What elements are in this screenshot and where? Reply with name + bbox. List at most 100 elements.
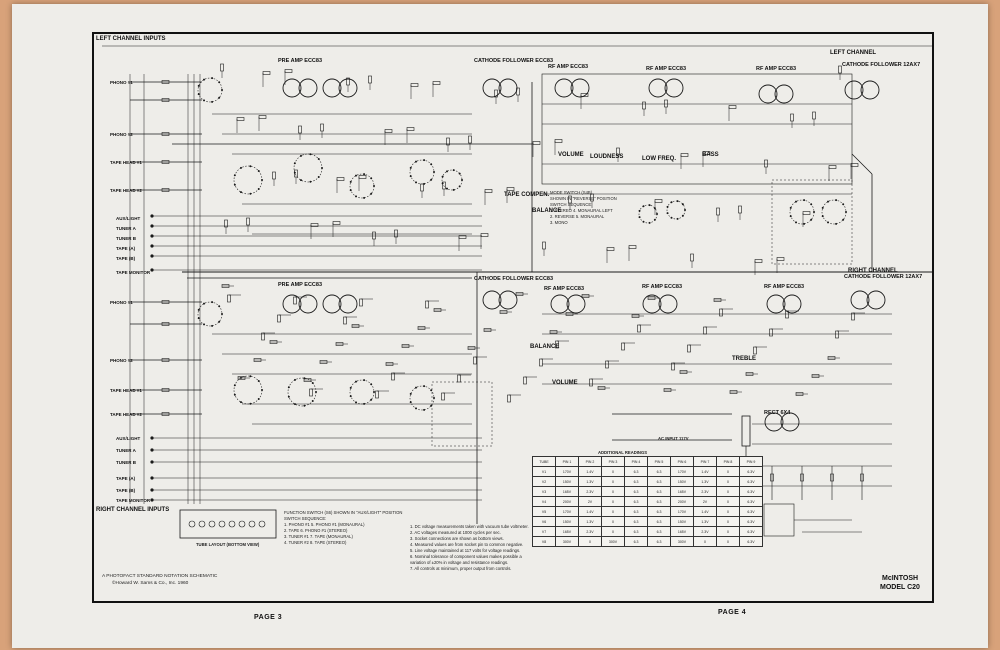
treble-label: TREBLE bbox=[732, 356, 756, 362]
resistor bbox=[358, 175, 367, 179]
resistor bbox=[687, 344, 691, 353]
switch-contact bbox=[370, 192, 373, 195]
note-line: 7. All controls at minimum, proper outpu… bbox=[410, 566, 512, 571]
switch-contact bbox=[218, 81, 221, 84]
switch-contact bbox=[261, 179, 263, 181]
resistor bbox=[161, 132, 170, 136]
tube-symbol bbox=[298, 294, 318, 314]
rotary-switch bbox=[293, 153, 323, 183]
switch-contact bbox=[303, 404, 306, 407]
switch-contact bbox=[842, 218, 845, 221]
note-line: SWITCH SEQUENCE: bbox=[284, 516, 327, 521]
table-cell: 0 bbox=[716, 506, 740, 517]
resistor bbox=[764, 159, 768, 168]
note-line: FUNCTION SWITCH (S6) SHOWN IN "AUX/LIGHT… bbox=[284, 510, 403, 515]
tape-comp-label: TAPE COMPEN. bbox=[504, 192, 550, 198]
resistor bbox=[621, 342, 625, 351]
note-line: MODE SWITCH (S4B) bbox=[550, 190, 593, 195]
rotary-switch bbox=[287, 377, 317, 407]
resistor bbox=[554, 139, 563, 143]
input-label: TAPE HEAD #2 bbox=[110, 412, 142, 417]
section-box bbox=[431, 381, 493, 447]
switch-contact bbox=[638, 209, 641, 212]
switch-contact bbox=[835, 199, 838, 202]
resistor bbox=[728, 105, 737, 109]
tube-socket bbox=[258, 520, 266, 528]
jack bbox=[150, 214, 154, 218]
table-header-cell: PIN 9 bbox=[739, 456, 763, 467]
resistor bbox=[227, 294, 231, 303]
schematic-frame bbox=[92, 32, 934, 603]
tube-socket bbox=[188, 520, 196, 528]
table-cell: V1 bbox=[532, 466, 556, 477]
switch-contact bbox=[810, 218, 813, 221]
tube-symbol bbox=[570, 78, 590, 98]
switch-contact bbox=[203, 302, 205, 305]
table-cell: 6.3 bbox=[647, 506, 671, 517]
table-cell: 6.3V bbox=[739, 476, 763, 487]
switch-contact bbox=[211, 100, 214, 103]
switch-contact bbox=[409, 166, 412, 169]
note-line: 1. PHONO #1 5. PHONO #1 (MONAURAL) bbox=[284, 522, 365, 527]
table-header-cell: PIN 8 bbox=[716, 456, 740, 467]
table-cell: 2V bbox=[578, 496, 602, 507]
table-cell: 0 bbox=[601, 516, 625, 527]
balance-left-label: BALANCE bbox=[532, 208, 562, 214]
switch-contact bbox=[211, 324, 214, 327]
resistor bbox=[375, 390, 379, 399]
table-cell: 6.3V bbox=[739, 516, 763, 527]
rectifier-label: RECT 6X4 bbox=[764, 410, 791, 416]
table-cell: 6.3 bbox=[624, 496, 648, 507]
right-pre-amp-label: PRE AMP ECC83 bbox=[278, 282, 323, 288]
switch-contact bbox=[370, 177, 373, 180]
table-cell: 1.4V bbox=[578, 466, 602, 477]
switch-contact bbox=[240, 166, 242, 169]
switch-contact bbox=[458, 185, 461, 188]
right-rf-amp-label: RF AMP ECC83 bbox=[544, 286, 585, 292]
jack bbox=[150, 244, 154, 248]
table-header-cell: PIN 5 bbox=[647, 456, 671, 467]
table-cell: 165V bbox=[555, 486, 579, 497]
table-cell: 2.3V bbox=[693, 526, 717, 537]
switch-contact bbox=[221, 89, 223, 91]
resistor bbox=[830, 473, 834, 482]
tube-symbol bbox=[298, 78, 318, 98]
switch-contact bbox=[363, 379, 366, 382]
tube-symbol bbox=[648, 78, 668, 98]
switch-contact bbox=[430, 178, 433, 181]
switch-contact bbox=[803, 222, 806, 225]
table-cell: 6.3 bbox=[647, 466, 671, 477]
switch-contact bbox=[821, 206, 824, 209]
page-right-number: PAGE 4 bbox=[718, 609, 747, 616]
table-cell: 150V bbox=[555, 476, 579, 487]
tube-symbol bbox=[338, 78, 358, 98]
table-cell: 6.3 bbox=[624, 526, 648, 537]
resistor bbox=[161, 412, 170, 416]
note-line: 3. Socket connections are shown as botto… bbox=[410, 536, 504, 541]
table-cell: 200V bbox=[670, 496, 694, 507]
jack bbox=[150, 224, 154, 228]
switch-contact bbox=[311, 382, 314, 385]
switch-contact bbox=[648, 221, 651, 224]
table-cell: 6.3 bbox=[647, 486, 671, 497]
resistor bbox=[690, 253, 694, 262]
switch-contact bbox=[803, 199, 806, 202]
left-pre-amp-label: PRE AMP ECC83 bbox=[278, 58, 323, 64]
note-line: variation of ±20% in voltage and resista… bbox=[410, 560, 509, 565]
resistor bbox=[332, 221, 341, 225]
resistor bbox=[384, 129, 393, 133]
note-line: 2. REVERSE 5. MONAURAL bbox=[550, 214, 605, 219]
note-line: 3. TUNER #1 7. TAPE (MONAURAL) bbox=[284, 534, 353, 539]
input-label: TAPE HEAD #1 bbox=[110, 388, 142, 393]
low-freq-label: LOW FREQ. bbox=[642, 156, 676, 162]
table-cell: 2.3V bbox=[578, 526, 602, 537]
table-cell: 6.3V bbox=[739, 536, 763, 547]
switch-contact bbox=[845, 211, 847, 213]
resistor bbox=[790, 113, 794, 122]
table-cell: 0 bbox=[601, 526, 625, 537]
switch-contact bbox=[409, 175, 412, 178]
input-label: TAPE (B) bbox=[116, 256, 136, 261]
switch-contact bbox=[810, 203, 813, 206]
